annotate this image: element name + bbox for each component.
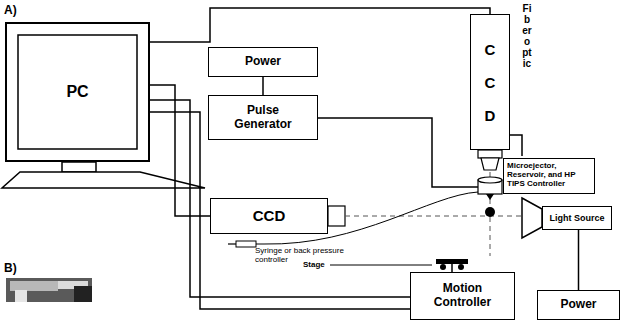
power-box: Power bbox=[208, 47, 318, 77]
monitor-screen bbox=[18, 35, 137, 149]
panel-label: B) bbox=[4, 262, 17, 276]
stage-wheel bbox=[440, 264, 446, 270]
microejector-top bbox=[478, 177, 502, 183]
monitor-neck bbox=[62, 162, 96, 172]
droplet bbox=[485, 207, 495, 217]
optical-path bbox=[345, 216, 522, 217]
power-box: Power bbox=[537, 290, 620, 320]
syringe-needle bbox=[256, 244, 264, 245]
box-label: PC bbox=[66, 83, 88, 101]
box-label: Power bbox=[560, 298, 596, 312]
camera-box: CCD bbox=[210, 198, 328, 234]
panel-label: A) bbox=[4, 4, 17, 18]
photo-detail bbox=[10, 281, 58, 291]
light-source-box: Light Source bbox=[542, 206, 612, 230]
stage-label: Stage bbox=[303, 260, 325, 269]
box-label: CCD bbox=[483, 33, 498, 132]
fiber-optic-line bbox=[510, 135, 522, 156]
motion-controller-box: Motion Controller bbox=[410, 272, 515, 320]
stage-wheel bbox=[458, 264, 464, 270]
computer-monitor: PC bbox=[5, 22, 150, 162]
box-label: CCD bbox=[253, 207, 286, 224]
callout-box: Microejector, Reservoir, and HP TIPS Con… bbox=[503, 158, 595, 194]
connector-wire bbox=[262, 77, 264, 95]
connector-wire bbox=[150, 112, 410, 309]
syringe-barrel bbox=[236, 241, 256, 247]
camera-lens bbox=[481, 158, 499, 170]
photo-detail bbox=[15, 290, 27, 302]
stage-platform bbox=[436, 259, 468, 264]
box-label: Light Source bbox=[549, 213, 604, 223]
box-label: Pulse Generator bbox=[226, 104, 301, 132]
connector-wire bbox=[150, 100, 410, 297]
syringe-plunger bbox=[228, 243, 236, 244]
signal-wire bbox=[318, 118, 478, 187]
photo-background bbox=[6, 278, 92, 302]
connector-wire bbox=[150, 8, 490, 42]
box-label: Motion Controller bbox=[423, 282, 503, 310]
camera-box: CCD bbox=[470, 14, 510, 150]
pulse-generator-box: Pulse Generator bbox=[208, 95, 318, 140]
box-label: Microejector, Reservoir, and HP TIPS Con… bbox=[507, 161, 591, 189]
microejector-nozzle bbox=[486, 194, 494, 200]
stage-leader bbox=[330, 265, 432, 266]
box-label: Power bbox=[245, 55, 281, 69]
connector-wire bbox=[150, 85, 210, 216]
connector-wire bbox=[578, 230, 580, 290]
camera-lens bbox=[478, 150, 502, 158]
fiber-optic-label: Fiber optic bbox=[522, 3, 532, 69]
light-cone bbox=[522, 198, 542, 238]
photo-detail bbox=[74, 286, 92, 302]
stage-mount bbox=[451, 264, 453, 272]
camera-lens bbox=[328, 206, 345, 226]
